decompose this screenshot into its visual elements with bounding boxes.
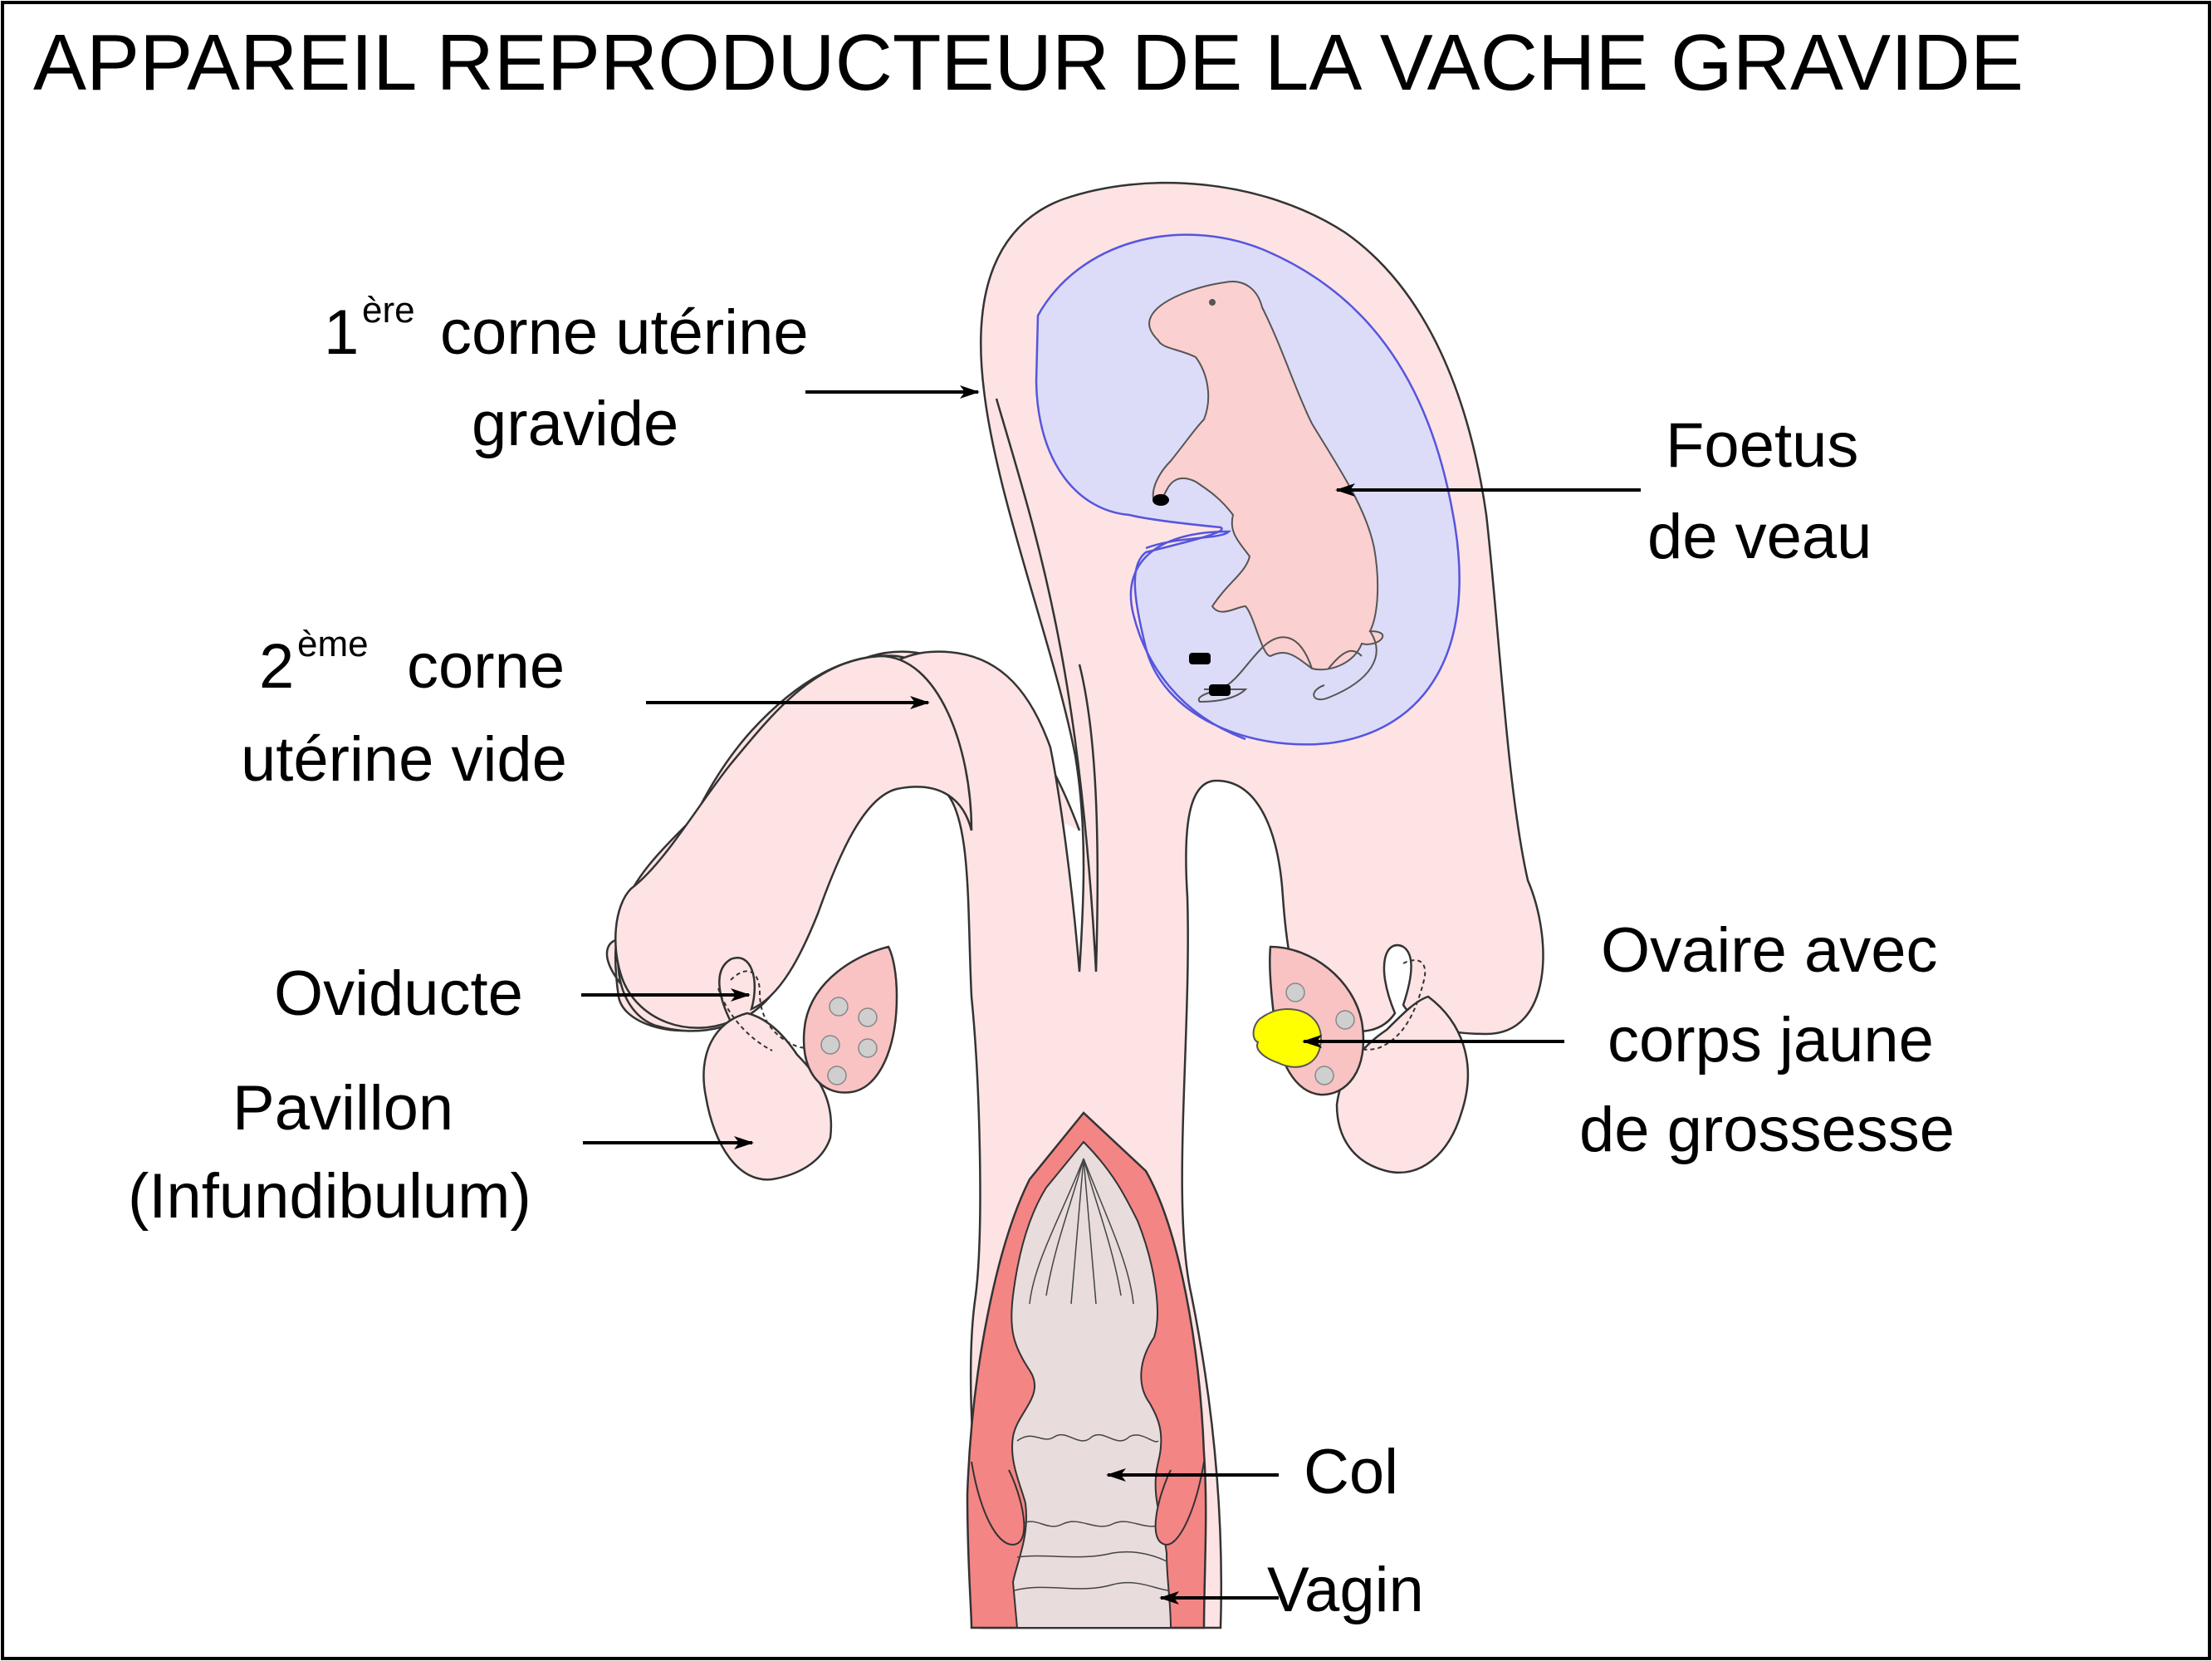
- label-second-horn-number: 2: [259, 631, 294, 702]
- calf-fetus: [1148, 281, 1384, 703]
- label-infundibulum-line2: (Infundibulum): [128, 1161, 531, 1232]
- label-fetus: Foetus de veau: [1335, 410, 1872, 572]
- cervical-folds: [1029, 1158, 1134, 1305]
- left-horn: [614, 654, 973, 1029]
- label-infundibulum: Pavillon (Infundibulum): [128, 1073, 754, 1232]
- calf-tail: [1313, 630, 1378, 701]
- left-follicle-4: [858, 1038, 878, 1058]
- label-second-horn-line2: utérine vide: [241, 724, 567, 795]
- right-follicle-1: [1285, 982, 1305, 1002]
- cervical-rings: [1014, 1433, 1170, 1591]
- uterine-septum: [995, 398, 1099, 973]
- right-follicle-3: [1314, 1066, 1334, 1085]
- label-cervix-text: Col: [1304, 1437, 1398, 1507]
- label-vagina-text: Vagin: [1267, 1555, 1424, 1625]
- right-follicle-2: [1335, 1010, 1355, 1030]
- vaginal-wall-right: [1154, 1461, 1205, 1546]
- label-first-horn: 1 ère corne utérine gravide: [324, 290, 980, 459]
- left-follicle-1: [829, 997, 849, 1017]
- calf-eye: [1209, 299, 1216, 306]
- label-ovary-line1: Ovaire avec: [1601, 915, 1938, 986]
- label-second-horn: 2 ème corne utérine vide: [241, 624, 930, 795]
- label-ovary-line3: de grossesse: [1579, 1095, 1955, 1165]
- left-follicle-5: [827, 1066, 847, 1085]
- label-fetus-line2: de veau: [1647, 502, 1872, 572]
- label-cervix: Col: [1106, 1437, 1398, 1507]
- right-oviduct: [1344, 959, 1427, 1051]
- label-first-horn-superscript: ère: [362, 290, 415, 331]
- label-ovary-line2: corps jaune: [1608, 1005, 1934, 1075]
- left-follicle-2: [858, 1007, 878, 1027]
- amniotic-sac-lower: [1129, 530, 1246, 741]
- label-oviduct-text: Oviducte: [274, 958, 523, 1029]
- label-first-horn-line1: corne utérine: [440, 297, 809, 368]
- calf-front-hoof: [1152, 494, 1169, 506]
- left-adnexa: [702, 945, 898, 1181]
- cervix-vagina-section: [966, 1111, 1207, 1629]
- label-first-horn-number: 1: [324, 297, 359, 368]
- calf-hind-hoof-1: [1189, 653, 1211, 664]
- left-ovary: [802, 945, 898, 1094]
- diagram-title: APPAREIL REPRODUCTEUR DE LA VACHE GRAVID…: [33, 18, 2024, 107]
- label-second-horn-line1: corne: [407, 631, 565, 702]
- vaginal-wall-left: [971, 1461, 1025, 1546]
- label-fetus-line1: Foetus: [1666, 410, 1858, 481]
- calf-body: [1148, 281, 1384, 671]
- label-vagina: Vagin: [1159, 1555, 1424, 1625]
- label-ovary: Ovaire avec corps jaune de grossesse: [1302, 915, 1955, 1165]
- label-second-horn-superscript: ème: [297, 624, 369, 664]
- calf-hind-hoof-2: [1209, 684, 1231, 696]
- label-infundibulum-line1: Pavillon: [232, 1073, 453, 1144]
- label-oviduct: Oviducte: [274, 958, 751, 1029]
- label-first-horn-line2: gravide: [472, 389, 678, 459]
- left-follicle-3: [820, 1035, 840, 1055]
